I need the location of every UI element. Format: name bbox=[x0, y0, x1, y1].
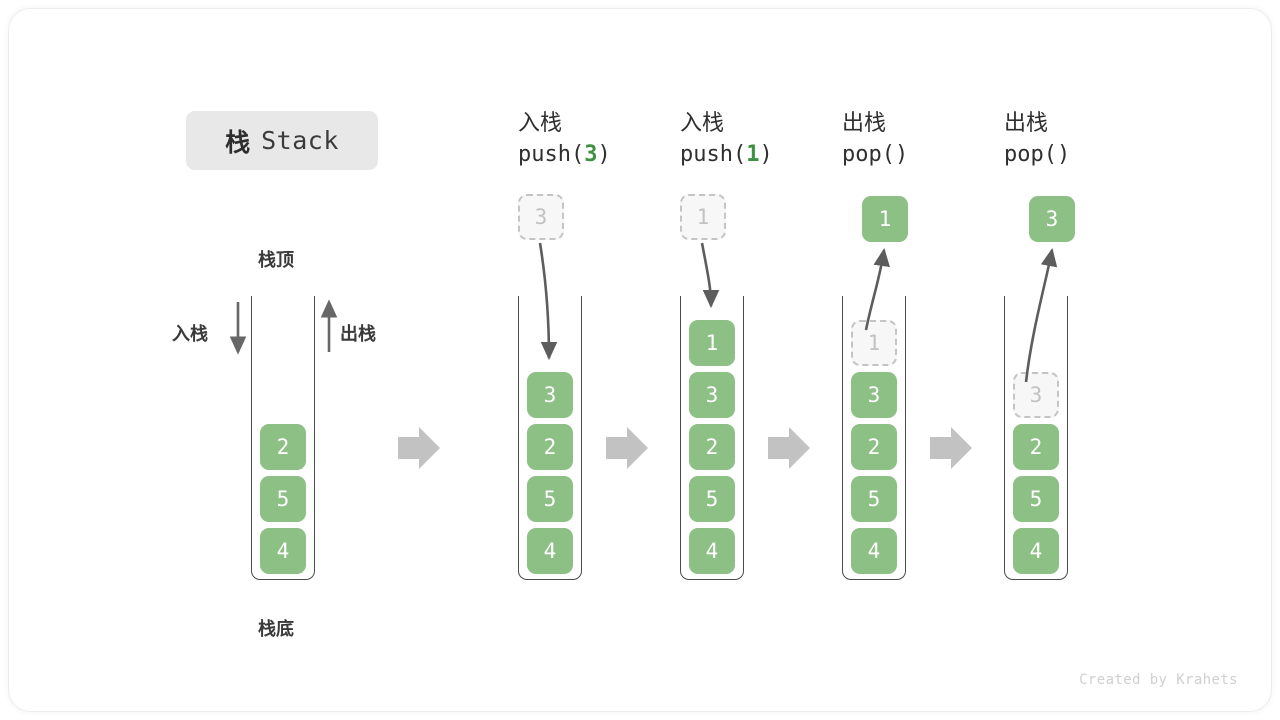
stack-cell: 3 bbox=[689, 372, 735, 418]
stack-cell: 3 bbox=[851, 372, 897, 418]
header-code-push-1: push(1) bbox=[680, 138, 860, 172]
stack-cell: 1 bbox=[689, 320, 735, 366]
header-code-push-3: push(3) bbox=[518, 138, 698, 172]
stack-top-label: 栈顶 bbox=[258, 250, 294, 270]
popped-value-cell: 3 bbox=[1029, 196, 1075, 242]
incoming-value-ghost: 1 bbox=[680, 194, 726, 240]
title-badge: 栈 Stack bbox=[186, 111, 378, 170]
code-argument: 3 bbox=[584, 142, 598, 167]
removed-value-ghost: 3 bbox=[1013, 372, 1059, 418]
code-prefix: push( bbox=[518, 142, 585, 167]
stack-bottom-label: 栈底 bbox=[258, 619, 294, 639]
stack-cell: 5 bbox=[1013, 476, 1059, 522]
push-direction-label: 入栈 bbox=[172, 324, 208, 344]
stack-container-pop-1 bbox=[842, 296, 906, 580]
stack-cell: 2 bbox=[1013, 424, 1059, 470]
stack-cell: 2 bbox=[527, 424, 573, 470]
stack-cell: 4 bbox=[851, 528, 897, 574]
header-code-pop-1: pop() bbox=[842, 138, 1022, 172]
stack-container-push-1 bbox=[680, 296, 744, 580]
code-prefix: pop( bbox=[842, 142, 895, 167]
stack-cell: 4 bbox=[527, 528, 573, 574]
code-prefix: push( bbox=[680, 142, 747, 167]
popped-value-cell: 1 bbox=[862, 196, 908, 242]
header-cn-pop-3: 出栈 bbox=[1004, 110, 1049, 135]
incoming-value-ghost: 3 bbox=[518, 194, 564, 240]
stack-container-push-3 bbox=[518, 296, 582, 580]
code-suffix: ) bbox=[759, 142, 773, 167]
code-suffix: ) bbox=[597, 142, 611, 167]
header-cn-push-3: 入栈 bbox=[518, 110, 563, 135]
code-prefix: pop( bbox=[1004, 142, 1057, 167]
title-english: Stack bbox=[261, 126, 339, 155]
header-cn-push-1: 入栈 bbox=[680, 110, 725, 135]
stack-cell: 5 bbox=[689, 476, 735, 522]
column-header-push-3: 入栈 push(3) bbox=[518, 108, 698, 172]
stack-cell: 2 bbox=[260, 424, 306, 470]
header-code-pop-3: pop() bbox=[1004, 138, 1184, 172]
stack-cell: 4 bbox=[1013, 528, 1059, 574]
column-header-pop-3: 出栈 pop() bbox=[1004, 108, 1184, 172]
stack-cell: 5 bbox=[260, 476, 306, 522]
stack-cell: 2 bbox=[851, 424, 897, 470]
stack-cell: 5 bbox=[851, 476, 897, 522]
stack-cell: 3 bbox=[527, 372, 573, 418]
stack-container-initial bbox=[251, 296, 315, 580]
stack-container-pop-3 bbox=[1004, 296, 1068, 580]
stack-cell: 2 bbox=[689, 424, 735, 470]
footer-credit: Created by Krahets bbox=[1079, 672, 1238, 688]
pop-direction-label: 出栈 bbox=[340, 324, 376, 344]
column-header-push-1: 入栈 push(1) bbox=[680, 108, 860, 172]
code-suffix: ) bbox=[894, 142, 909, 167]
stack-cell: 5 bbox=[527, 476, 573, 522]
stack-cell: 4 bbox=[689, 528, 735, 574]
column-header-pop-1: 出栈 pop() bbox=[842, 108, 1022, 172]
stack-cell: 4 bbox=[260, 528, 306, 574]
code-suffix: ) bbox=[1056, 142, 1071, 167]
header-cn-pop-1: 出栈 bbox=[842, 110, 887, 135]
title-chinese: 栈 bbox=[225, 128, 251, 157]
code-argument: 1 bbox=[746, 142, 760, 167]
removed-value-ghost: 1 bbox=[851, 320, 897, 366]
